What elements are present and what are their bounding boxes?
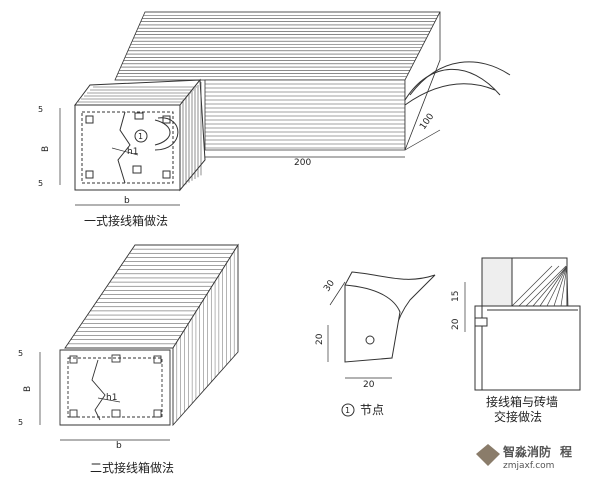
dim-b-top: b [124, 196, 130, 206]
dim-width-20: 20 [363, 380, 375, 390]
caption-wall-2: 交接做法 [494, 409, 542, 424]
watermark: 智淼消防 程 zmjaxf.com [476, 444, 572, 471]
dim-h1-top: h1 [127, 147, 138, 157]
dim-5-c: 5 [18, 349, 23, 358]
dim-b-bottom: b [116, 441, 122, 451]
dim-length-200: 200 [294, 158, 311, 168]
type1-box-front [74, 78, 206, 192]
dim-side-30: 30 [322, 278, 337, 293]
hatch-line [546, 265, 568, 307]
node-detail-figure: 30 20 20 1 节点 [315, 271, 436, 417]
wall-junction-detail: 15 20 接线箱与砖墙 交接做法 [451, 257, 581, 424]
dim-5-b: 5 [38, 179, 43, 188]
top-long-body [114, 11, 441, 151]
dim-depth-100: 100 [418, 112, 436, 132]
hatch-line [518, 265, 560, 307]
caption-type1: 一式接线箱做法 [84, 213, 168, 228]
type2-box [59, 243, 239, 427]
dim-height-20: 20 [315, 333, 325, 345]
cables [404, 61, 511, 106]
dim-5-d: 5 [18, 418, 23, 427]
watermark-logo [476, 444, 500, 466]
type1-junction-box-figure: 1 200 100 h1 b B 5 5 一式接线箱做法 [38, 11, 511, 228]
dim-h1-bottom: h1 [106, 393, 117, 403]
node-marker-top: 1 [134, 129, 148, 143]
dim-lines-bottom [39, 352, 170, 441]
caption-type2: 二式接线箱做法 [90, 460, 174, 475]
hatch-line [532, 265, 568, 307]
hatch-line [539, 265, 568, 307]
dim-B-bottom: B [23, 386, 33, 392]
hatch-line [560, 265, 568, 307]
dim-w20: 20 [451, 318, 461, 330]
node-marker-label: 1 [138, 132, 143, 141]
hatch-line [553, 265, 568, 307]
dim-w15: 15 [451, 291, 461, 302]
watermark-suffix: 程 [560, 444, 572, 459]
type2-junction-box-figure: h1 b B 5 5 二式接线箱做法 [18, 243, 239, 475]
hatch-line [566, 265, 569, 307]
hatch-line [525, 265, 567, 307]
caption-node: 节点 [360, 403, 384, 417]
watermark-url: zmjaxf.com [503, 461, 554, 471]
hatch-line [511, 265, 553, 307]
dim-5-a: 5 [38, 105, 43, 114]
caption-wall-1: 接线箱与砖墙 [486, 394, 558, 409]
dim-lines-top [59, 108, 441, 206]
watermark-brand: 智淼消防 [502, 444, 551, 459]
node-number: 1 [345, 406, 350, 415]
dim-B-top: B [41, 146, 51, 152]
